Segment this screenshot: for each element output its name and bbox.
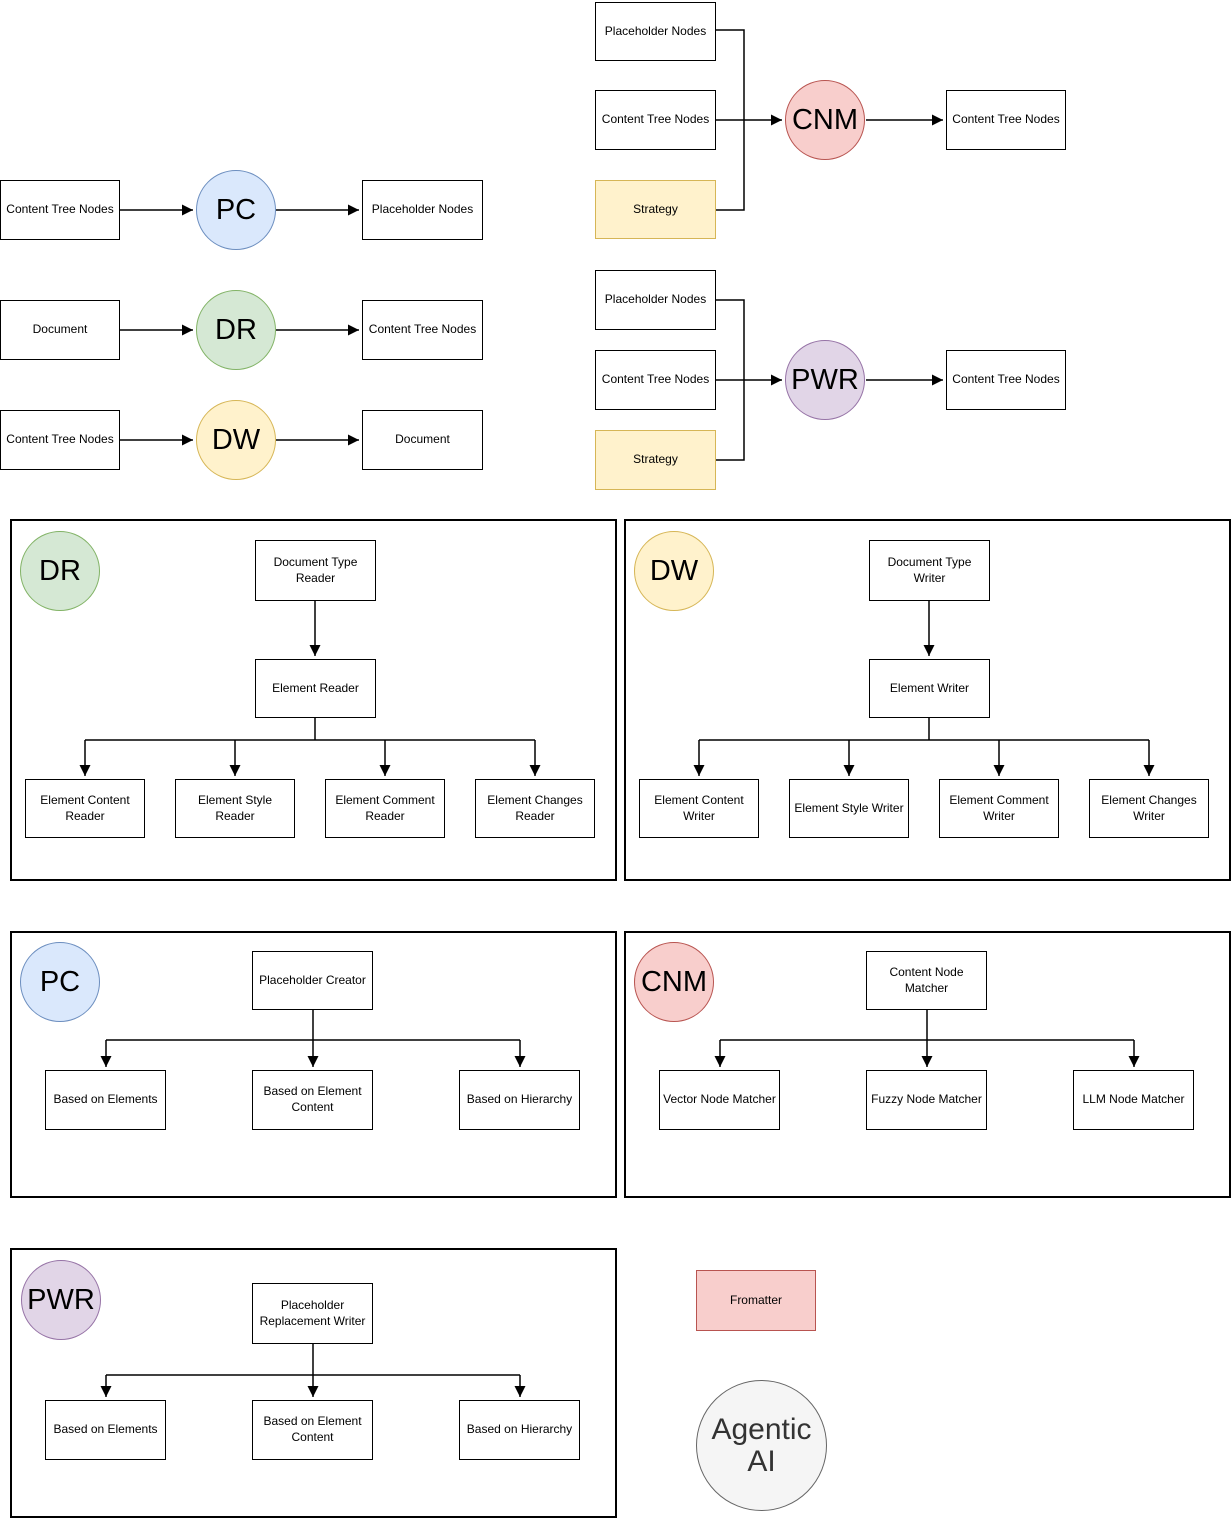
pc-circle: PC [196,170,276,250]
dr-mid-box: Element Reader [255,659,376,718]
dw-panel-badge-circle: DW [634,531,714,611]
dw-flow-output-box: Document [362,410,483,470]
pc-child-box: Based on Element Content [252,1070,373,1130]
dr-root-box: Document Type Reader [255,540,376,601]
cnm-strategy-box: Strategy [595,180,716,239]
pc-flow-input-box: Content Tree Nodes [0,180,120,240]
dw-circle: DW [196,400,276,480]
pwr-child-box: Based on Elements [45,1400,166,1460]
pwr-panel-badge-circle: PWR [21,1260,101,1340]
cnm-child-box: LLM Node Matcher [1073,1070,1194,1130]
pwr-input-placeholder-nodes-box: Placeholder Nodes [595,270,716,330]
cnm-output-box: Content Tree Nodes [946,90,1066,150]
cnm-input-content-tree-nodes-box: Content Tree Nodes [595,90,716,150]
dw-child-box: Element Changes Writer [1089,779,1209,838]
dr-flow-output-box: Content Tree Nodes [362,300,483,360]
dw-child-box: Element Comment Writer [939,779,1059,838]
dw-root-box: Document Type Writer [869,540,990,601]
cnm-root-box: Content Node Matcher [866,951,987,1010]
pwr-strategy-box: Strategy [595,430,716,490]
dw-child-box: Element Style Writer [789,779,909,838]
pwr-input-content-tree-nodes-box: Content Tree Nodes [595,350,716,410]
cnm-input-placeholder-nodes-box: Placeholder Nodes [595,2,716,61]
pwr-child-box: Based on Element Content [252,1400,373,1460]
cnm-child-box: Vector Node Matcher [659,1070,780,1130]
pc-child-box: Based on Elements [45,1070,166,1130]
dw-flow-input-box: Content Tree Nodes [0,410,120,470]
cnm-child-box: Fuzzy Node Matcher [866,1070,987,1130]
dr-flow-input-box: Document [0,300,120,360]
formatter-box: Fromatter [696,1270,816,1331]
dw-mid-box: Element Writer [869,659,990,718]
agentic-ai-circle: Agentic AI [696,1380,827,1511]
cnm-panel-badge-circle: CNM [634,942,714,1022]
cnm-circle: CNM [785,80,865,160]
pwr-circle: PWR [785,340,865,420]
pc-root-box: Placeholder Creator [252,951,373,1010]
pc-panel-badge-circle: PC [20,942,100,1022]
dr-circle: DR [196,290,276,370]
pwr-root-box: Placeholder Replacement Writer [252,1283,373,1344]
dr-panel-badge-circle: DR [20,531,100,611]
dr-child-box: Element Style Reader [175,779,295,838]
pwr-child-box: Based on Hierarchy [459,1400,580,1460]
pc-flow-output-box: Placeholder Nodes [362,180,483,240]
dw-child-box: Element Content Writer [639,779,759,838]
pc-child-box: Based on Hierarchy [459,1070,580,1130]
dr-child-box: Element Changes Reader [475,779,595,838]
dr-child-box: Element Content Reader [25,779,145,838]
pwr-output-box: Content Tree Nodes [946,350,1066,410]
dr-child-box: Element Comment Reader [325,779,445,838]
